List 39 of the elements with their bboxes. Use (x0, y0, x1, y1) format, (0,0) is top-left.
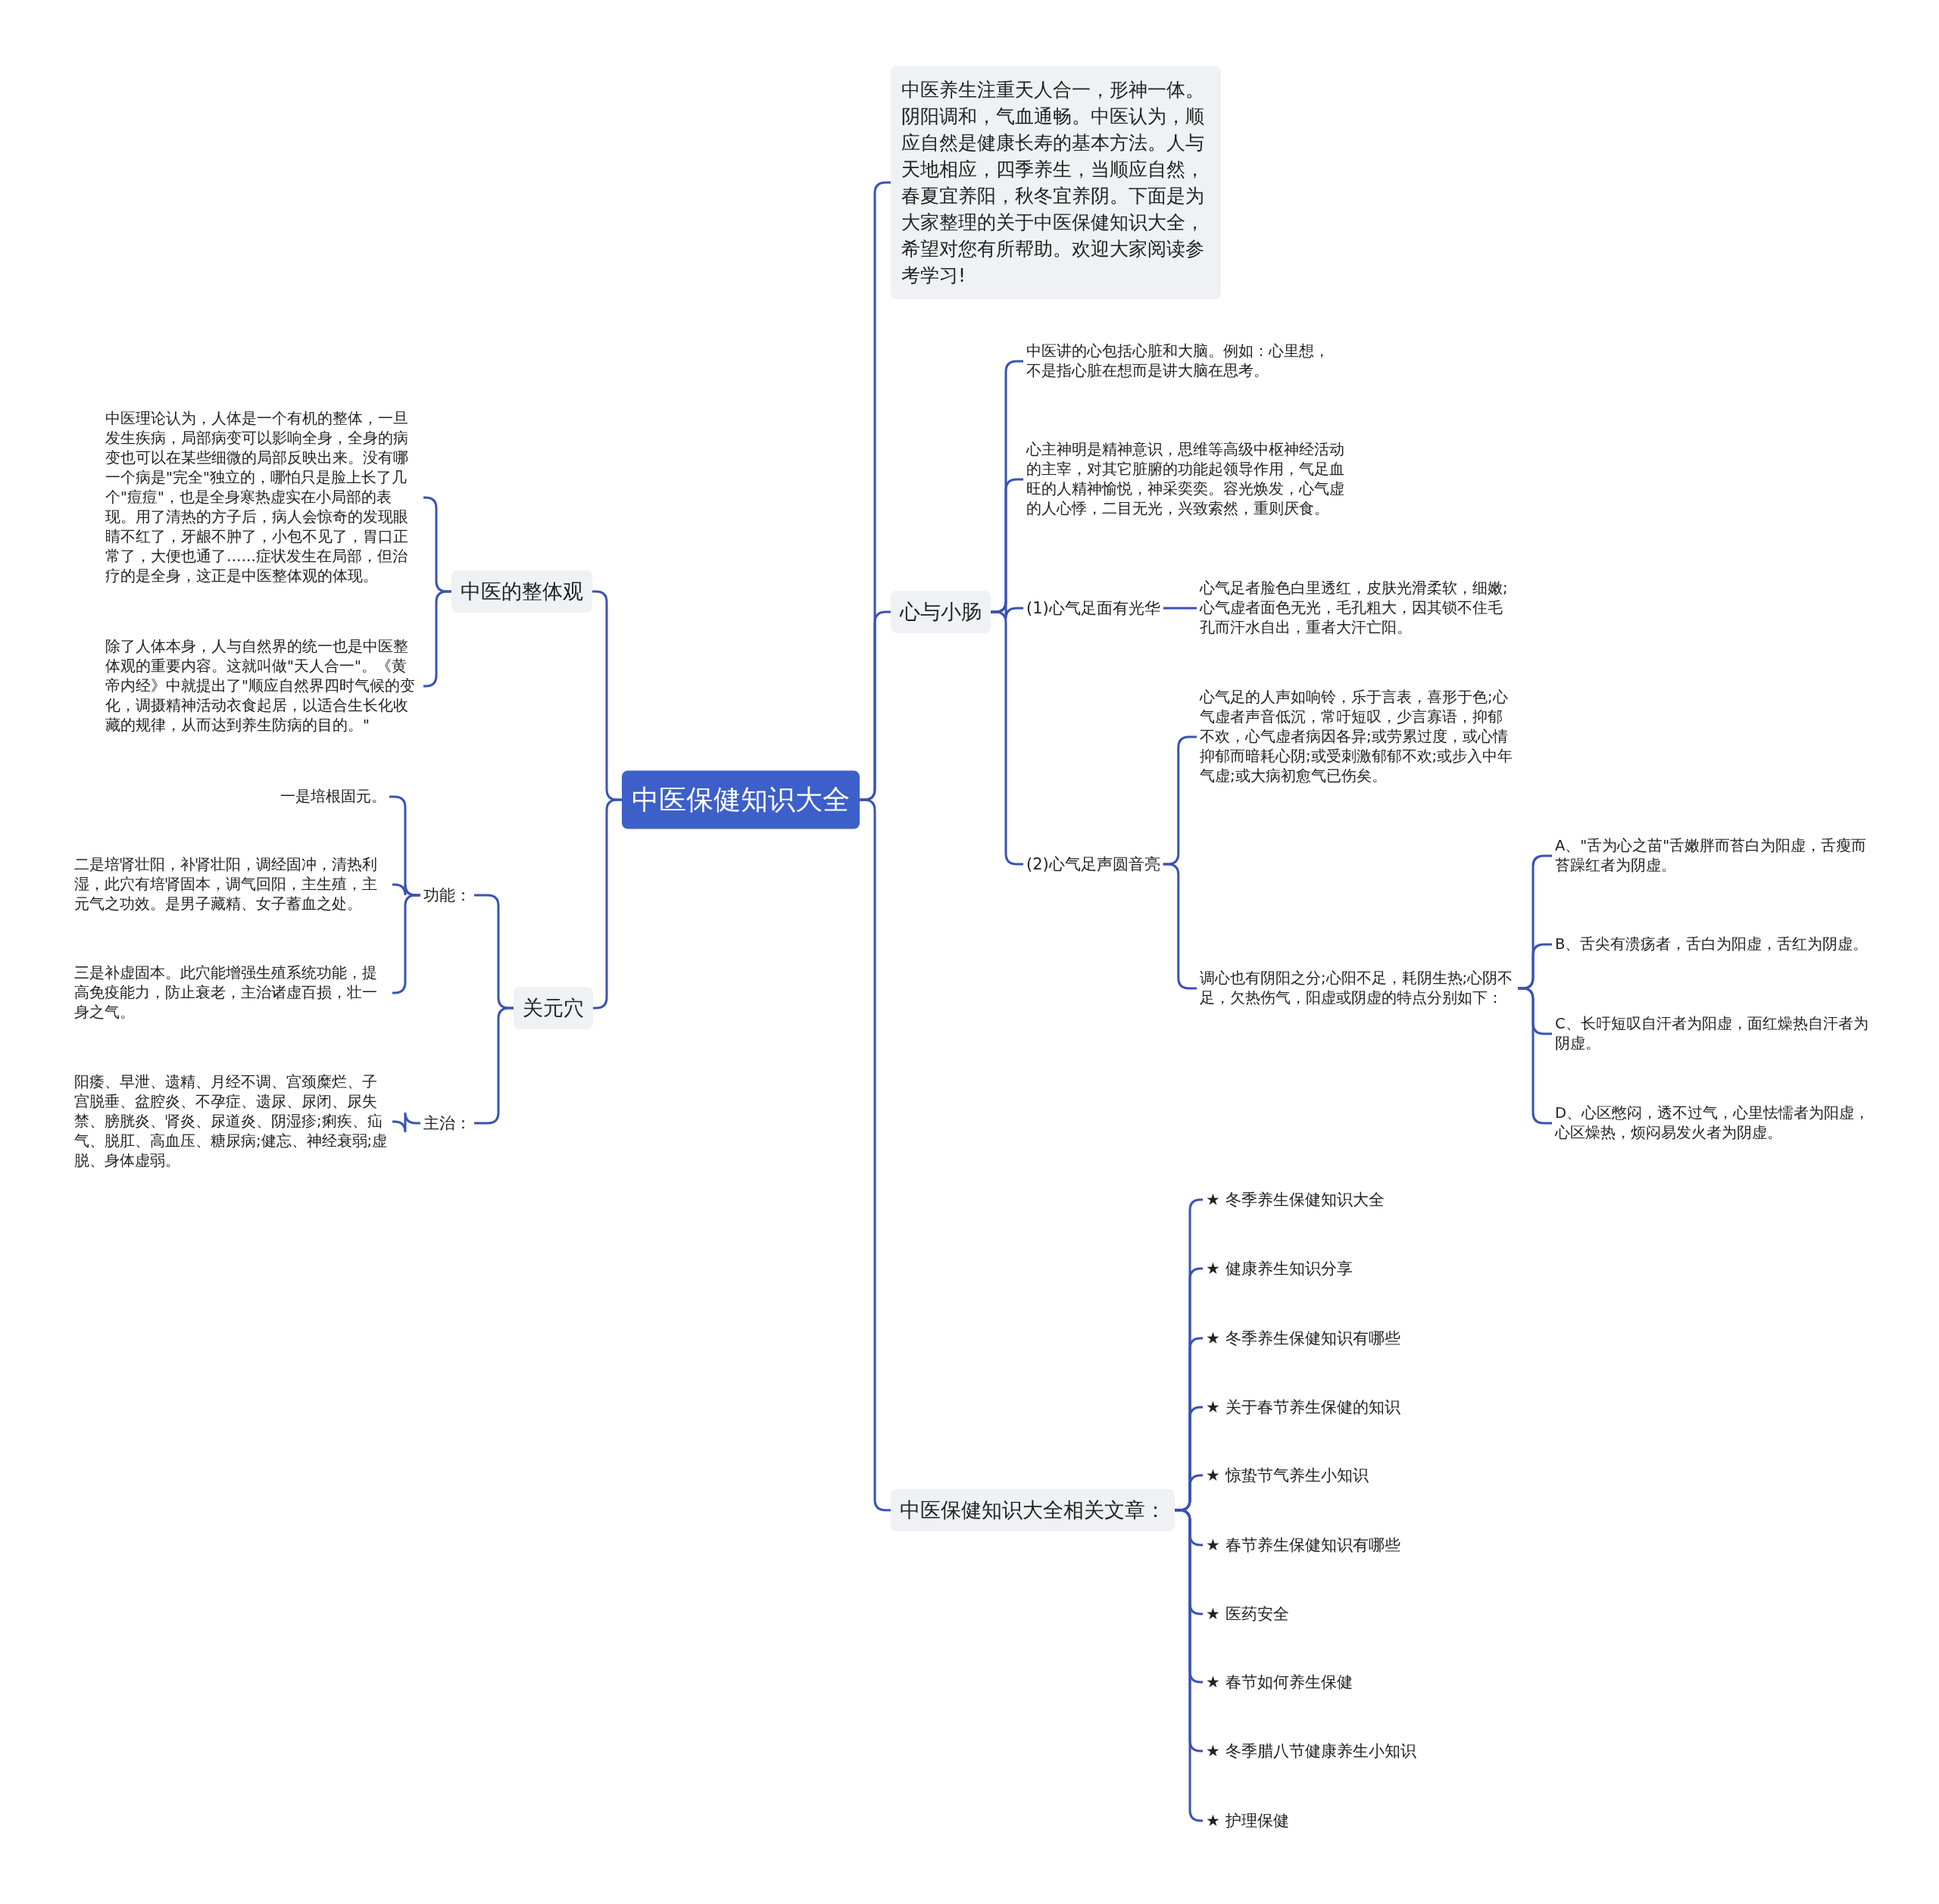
subtopic-text: ★ 冬季养生保健知识有哪些 (1203, 1326, 1404, 1350)
note-text: 三是补虚固本。此穴能增强生殖系统功能，提高免疫能力，防止衰老，主治诸虚百损，壮一身之气。 (71, 962, 392, 1024)
topic-box: 关元穴 (514, 987, 593, 1029)
subtopic-text: ★ 春节养生保健知识有哪些 (1203, 1533, 1404, 1557)
subtopic-text: (2)心气足声圆音亮 (1023, 852, 1163, 876)
topic-box: 中医的整体观 (451, 570, 592, 613)
note-text: 除了人体本身，人与自然界的统一也是中医整体观的重要内容。这就叫做"天人合一"。《黄帝内经》中就提出了"顺应自然界四时气候的变化，调摄精神活动衣食起居，以适合生长化收藏的规律，从而达到养生防病的目的。" (102, 635, 423, 737)
connector-line (1175, 1509, 1204, 1822)
subtopic-text: ★ 春节如何养生保健 (1203, 1670, 1356, 1694)
subtopic-text: ★ 冬季腊八节健康养生小知识 (1203, 1739, 1419, 1763)
subtopic-text: ★ 健康养生知识分享 (1203, 1256, 1356, 1281)
note-text: 心气足者脸色白里透红，皮肤光滑柔软，细嫩;心气虚者面色无光，毛孔粗大，因其锁不住毛孔而汗水自出，重者大汗亡阳。 (1197, 577, 1518, 639)
note-text: D、心区憋闷，透不过气，心里怯懦者为阳虚，心区燥热，烦闷易发火者为阴虚。 (1552, 1102, 1879, 1144)
subtopic-text: 主治： (420, 1111, 474, 1135)
note-text: 心主神明是精神意识，思维等高级中枢神经活动的主宰，对其它脏腑的功能起领导作用，气足血旺的人精神愉悦，神采奕奕。容光焕发，心气虚的人心悸，二目无光，兴致索然，重则厌食。 (1023, 439, 1357, 520)
connector-line (392, 1111, 420, 1134)
topic-box: 心与小肠 (891, 591, 991, 633)
note-text: C、长吁短叹自汗者为阳虚，面红燥热自汗者为阴虚。 (1552, 1013, 1879, 1055)
central-topic-box: 中医保健知识大全 (622, 770, 860, 829)
subtopic-text: (1)心气足面有光华 (1023, 596, 1163, 620)
intro-text-box: 中医养生注重天人合一，形神一体。阴阳调和，气血通畅。中医认为，顺应自然是健康长寿的基本方法。人与天地相应，四季养生，当顺应自然，春夏宜养阳，秋冬宜养阴。下面是为大家整理的关于中医保健知识大全，希望对您有所帮助。欢迎大家阅读参考学习! (891, 66, 1221, 299)
note-text: 一是培根固元。 (250, 785, 389, 808)
note-text: 中医讲的心包括心脏和大脑。例如：心里想，不是指心脏在想而是讲大脑在思考。 (1023, 340, 1341, 382)
note-text: B、舌尖有溃疡者，舌白为阳虚，舌红为阴虚。 (1552, 933, 1879, 956)
subtopic-text: ★ 冬季养生保健知识大全 (1203, 1188, 1388, 1212)
subtopic-text: ★ 关于春节养生保健的知识 (1203, 1395, 1404, 1419)
subtopic-text: ★ 惊蛰节气养生小知识 (1203, 1463, 1372, 1487)
note-text: 调心也有阴阳之分;心阳不足，耗阴生热;心阴不足，欠热伤气，阳虚或阴虚的特点分别如下： (1197, 967, 1518, 1010)
note-text: 中医理论认为，人体是一个有机的整体，一旦发生疾病，局部病变可以影响全身，全身的病变也可以在某些细微的局部反映出来。没有哪一个病是"完全"独立的，哪怕只是脸上长了几个"痘痘"，也是全身寒热虚实在小局部的表现。用了清热的方子后，病人会惊奇的发现眼睛不红了，牙龈不肿了，小包不见了，胃口正常了，大便也通了……症状发生在局部，但治疗的是全身，这正是中医整体观的体现。 (102, 407, 423, 588)
note-text: 阳痿、早泄、遗精、月经不调、宫颈糜烂、子宫脱垂、盆腔炎、不孕症、遗尿、尿闭、尿失禁、膀胱炎、肾炎、尿道炎、阴湿疹;痢疾、疝气、脱肛、高血压、糖尿病;健忘、神经衰弱;虚脱、身体虚弱。 (71, 1071, 392, 1172)
subtopic-text: 功能： (420, 883, 474, 907)
subtopic-text: ★ 护理保健 (1203, 1809, 1292, 1833)
note-text: 心气足的人声如响铃，乐于言表，喜形于色;心气虚者声音低沉，常吁短叹，少言寡语，抑郁不欢，心气虚者病因各异;或劳累过度，或心情抑郁而暗耗心阴;或受刺激郁郁不欢;或步入中年气虚;或大病初愈气已伤矣。 (1197, 686, 1518, 788)
topic-box: 中医保健知识大全相关文章： (891, 1489, 1175, 1531)
subtopic-text: ★ 医药安全 (1203, 1602, 1292, 1626)
note-text: A、"舌为心之苗"舌嫩胖而苔白为阳虚，舌瘦而苔躁红者为阴虚。 (1552, 835, 1879, 877)
connector-line (1163, 607, 1197, 610)
connector-line (859, 798, 891, 1512)
note-text: 二是培肾壮阳，补肾壮阳，调经固冲，清热利湿，此穴有培肾固本，调气回阳，主生殖，主元气之功效。是男子藏精、女子蓄血之处。 (71, 854, 392, 916)
